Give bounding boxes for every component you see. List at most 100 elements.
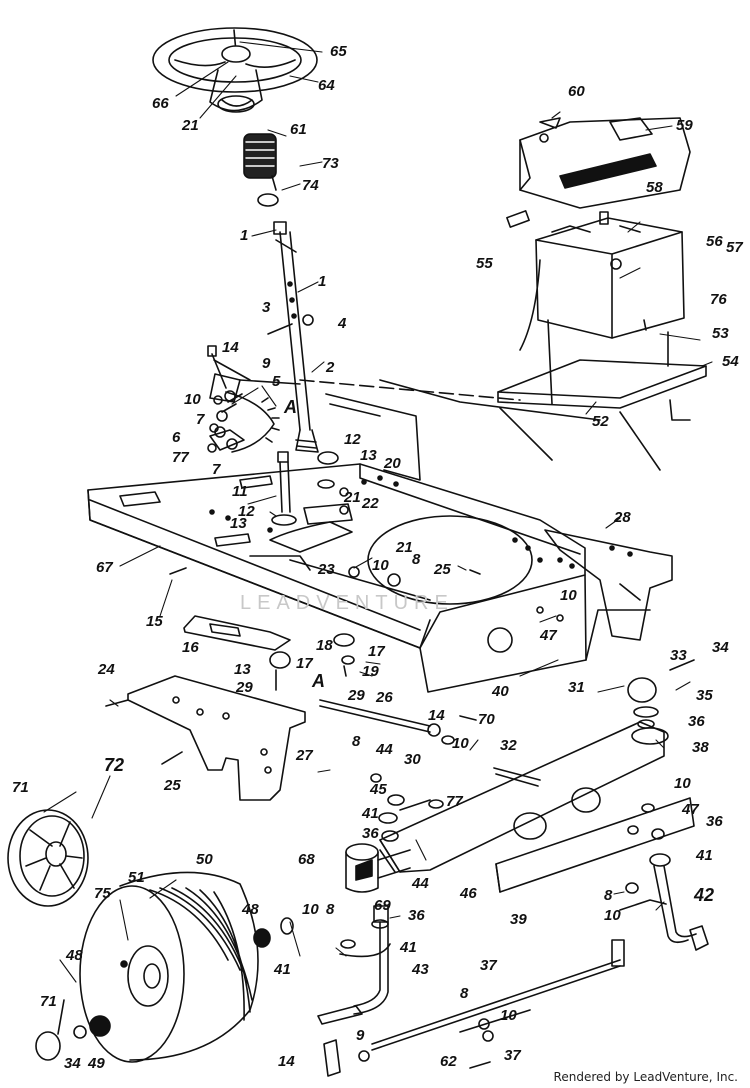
callout-37: 37 bbox=[480, 957, 497, 974]
callout-19: 19 bbox=[362, 663, 379, 680]
callout-39: 39 bbox=[510, 911, 527, 928]
steering-wheel bbox=[152, 27, 318, 113]
callout-18: 18 bbox=[316, 637, 333, 654]
callout-A: A bbox=[284, 397, 297, 417]
callout-10: 10 bbox=[302, 901, 319, 918]
callout-47: 47 bbox=[540, 627, 557, 644]
callout-64: 64 bbox=[318, 77, 335, 94]
callout-23: 23 bbox=[318, 561, 335, 578]
callout-31: 31 bbox=[568, 679, 585, 696]
callout-25: 25 bbox=[164, 777, 181, 794]
callout-12: 12 bbox=[238, 503, 255, 520]
callout-40: 40 bbox=[492, 683, 509, 700]
callout-74: 74 bbox=[302, 177, 319, 194]
callout-A: A bbox=[312, 671, 325, 691]
watermark-text: LEADVENTURE bbox=[240, 592, 454, 614]
callout-11: 11 bbox=[232, 483, 248, 500]
callout-14: 14 bbox=[222, 339, 239, 356]
callout-61: 61 bbox=[290, 121, 307, 138]
callout-12: 12 bbox=[344, 431, 361, 448]
callout-41: 41 bbox=[696, 847, 713, 864]
callout-43: 43 bbox=[412, 961, 429, 978]
callout-4: 4 bbox=[338, 315, 347, 332]
callout-29: 29 bbox=[236, 679, 253, 696]
callout-9: 9 bbox=[356, 1027, 365, 1044]
front-tire bbox=[79, 871, 259, 1063]
steering-bushing bbox=[257, 193, 279, 207]
callout-73: 73 bbox=[322, 155, 339, 172]
rear-bracket bbox=[544, 529, 673, 641]
leader-lines bbox=[43, 41, 713, 983]
bolt bbox=[267, 323, 293, 335]
callout-9: 9 bbox=[262, 355, 271, 372]
callout-14: 14 bbox=[278, 1053, 295, 1070]
callout-1: 1 bbox=[318, 273, 327, 290]
callout-10: 10 bbox=[452, 735, 469, 752]
callout-58: 58 bbox=[646, 179, 663, 196]
callout-46: 46 bbox=[460, 885, 477, 902]
callout-62: 62 bbox=[440, 1053, 457, 1070]
callout-29: 29 bbox=[348, 687, 365, 704]
callout-25: 25 bbox=[434, 561, 451, 578]
callout-41: 41 bbox=[274, 961, 291, 978]
callout-41: 41 bbox=[400, 939, 417, 956]
callout-8: 8 bbox=[412, 551, 421, 568]
callout-47: 47 bbox=[682, 801, 699, 818]
callout-44: 44 bbox=[412, 875, 429, 892]
callout-10: 10 bbox=[604, 907, 621, 924]
callout-6: 6 bbox=[172, 429, 181, 446]
callout-28: 28 bbox=[614, 509, 631, 526]
callout-48: 48 bbox=[242, 901, 259, 918]
callout-36: 36 bbox=[362, 825, 379, 842]
callout-54: 54 bbox=[722, 353, 739, 370]
callout-8: 8 bbox=[326, 901, 335, 918]
callout-7: 7 bbox=[196, 411, 205, 428]
callout-65: 65 bbox=[330, 43, 347, 60]
callout-20: 20 bbox=[384, 455, 401, 472]
pivot-bolt bbox=[271, 451, 297, 526]
callout-48: 48 bbox=[66, 947, 83, 964]
callout-45: 45 bbox=[370, 781, 387, 798]
callout-10: 10 bbox=[500, 1007, 517, 1024]
callout-67: 67 bbox=[96, 559, 113, 576]
callout-13: 13 bbox=[234, 661, 251, 678]
callout-44: 44 bbox=[376, 741, 393, 758]
callout-76: 76 bbox=[710, 291, 727, 308]
callout-30: 30 bbox=[404, 751, 421, 768]
callout-22: 22 bbox=[362, 495, 379, 512]
callout-60: 60 bbox=[568, 83, 585, 100]
callout-49: 49 bbox=[88, 1055, 105, 1072]
spindle-left bbox=[317, 905, 389, 1025]
callout-69: 69 bbox=[374, 897, 391, 914]
battery-cover bbox=[519, 117, 691, 209]
callout-70: 70 bbox=[478, 711, 495, 728]
small-hardware bbox=[35, 133, 695, 1077]
tie-rod bbox=[371, 939, 625, 1051]
callout-21: 21 bbox=[344, 489, 361, 506]
callout-55: 55 bbox=[476, 255, 493, 272]
callout-32: 32 bbox=[500, 737, 517, 754]
steering-shaft bbox=[273, 221, 319, 453]
callout-56: 56 bbox=[706, 233, 723, 250]
axle-pin bbox=[493, 767, 541, 787]
callout-5: 5 bbox=[272, 373, 281, 390]
callout-16: 16 bbox=[182, 639, 199, 656]
steering-spring bbox=[243, 133, 277, 179]
callout-1: 1 bbox=[240, 227, 249, 244]
callout-26: 26 bbox=[376, 689, 393, 706]
callout-42: 42 bbox=[694, 885, 715, 905]
callout-13: 13 bbox=[230, 515, 247, 532]
callout-34: 34 bbox=[712, 639, 729, 656]
callout-8: 8 bbox=[352, 733, 361, 750]
callout-35: 35 bbox=[696, 687, 713, 704]
callout-24: 24 bbox=[98, 661, 115, 678]
callout-37: 37 bbox=[504, 1047, 521, 1064]
callout-2: 2 bbox=[326, 359, 335, 376]
callout-36: 36 bbox=[408, 907, 425, 924]
callout-71: 71 bbox=[12, 779, 29, 796]
callout-10: 10 bbox=[560, 587, 577, 604]
callout-68: 68 bbox=[298, 851, 315, 868]
callout-41: 41 bbox=[362, 805, 379, 822]
drag-link bbox=[319, 699, 441, 737]
